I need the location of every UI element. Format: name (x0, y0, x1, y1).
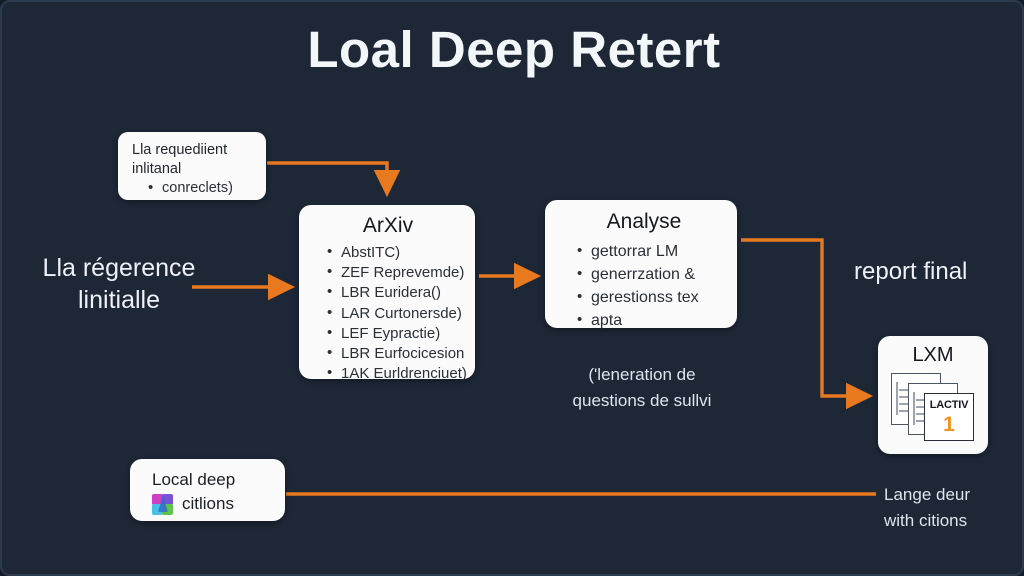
bottom-label-line-1: Lange deur (884, 485, 971, 504)
followup-label-line-1: ('leneration de (588, 365, 696, 384)
local-card-line-1: Local deep (152, 470, 236, 489)
arxiv-card-title: ArXiv (362, 214, 414, 237)
document-label: LACTIV (929, 399, 969, 411)
requirements-line-1: Lla requediient (132, 142, 228, 158)
analyse-card-title: Analyse (606, 210, 682, 233)
list-item: apta (577, 308, 727, 332)
list-item: LBR Eurfocicesion (327, 343, 465, 364)
requirements-line-2: inlitanal (132, 161, 182, 177)
arxiv-bullet-list: AbstITC) ZEF Reprevemde) LBR Euridera() … (311, 242, 467, 384)
bottom-right-label: Lange deur with citions (884, 482, 1022, 534)
source-label: Lla régerence linitialle (24, 252, 214, 316)
document-number: 1 (943, 413, 955, 436)
bottom-label-line-2: with citions (884, 511, 968, 530)
analyse-bullet-list: gettorrar LM generrzation & gerestionss … (561, 239, 727, 332)
multicolor-square-icon (152, 493, 173, 515)
list-item: gerestionss tex (577, 285, 727, 309)
list-item: generrzation & (577, 262, 727, 286)
list-item: conreclets) (148, 178, 254, 198)
source-label-line-2: linitialle (78, 286, 160, 314)
list-item: LBR Euridera() (327, 282, 465, 303)
local-card-icon-row: citlions (152, 492, 285, 516)
page-title: Loal Deep Retert (307, 21, 721, 78)
arxiv-card[interactable]: ArXiv AbstITC) ZEF Reprevemde) LBR Eurid… (299, 205, 475, 384)
lxm-card-title: LXM (912, 344, 954, 366)
list-item: LEF Eypractie) (327, 323, 465, 344)
local-deep-card[interactable]: Local deep citlions (130, 459, 285, 521)
source-label-line-1: Lla régerence (42, 254, 196, 282)
list-item: AbstITC) (327, 242, 465, 263)
list-item: LAR Curtonersde) (327, 303, 465, 324)
list-item: ZEF Reprevemde) (327, 262, 465, 283)
requirements-card[interactable]: Lla requediient inlitanal conreclets) (118, 132, 266, 200)
connector-requirements-to-arxiv (267, 161, 401, 198)
list-item: gettorrar LM (577, 239, 727, 263)
report-final-label: report final (854, 258, 968, 285)
local-card-line-2: citlions (182, 494, 234, 513)
lxm-card[interactable]: LXM LACTIV 1 (878, 336, 988, 454)
followup-label-line-2: questions de sullvi (572, 391, 712, 410)
list-item: 1AK Eurldrenciuet) (327, 363, 467, 384)
document-stack-icon: LACTIV 1 (889, 371, 977, 443)
document-sheet-front-icon: LACTIV 1 (924, 393, 974, 441)
requirements-bullet-list: conreclets) (132, 178, 254, 198)
connector-analyse-to-lxm (741, 238, 874, 410)
analyse-card[interactable]: Analyse gettorrar LM generrzation & gere… (545, 200, 737, 331)
followup-questions-label: ('leneration de questions de sullvi (542, 362, 742, 414)
